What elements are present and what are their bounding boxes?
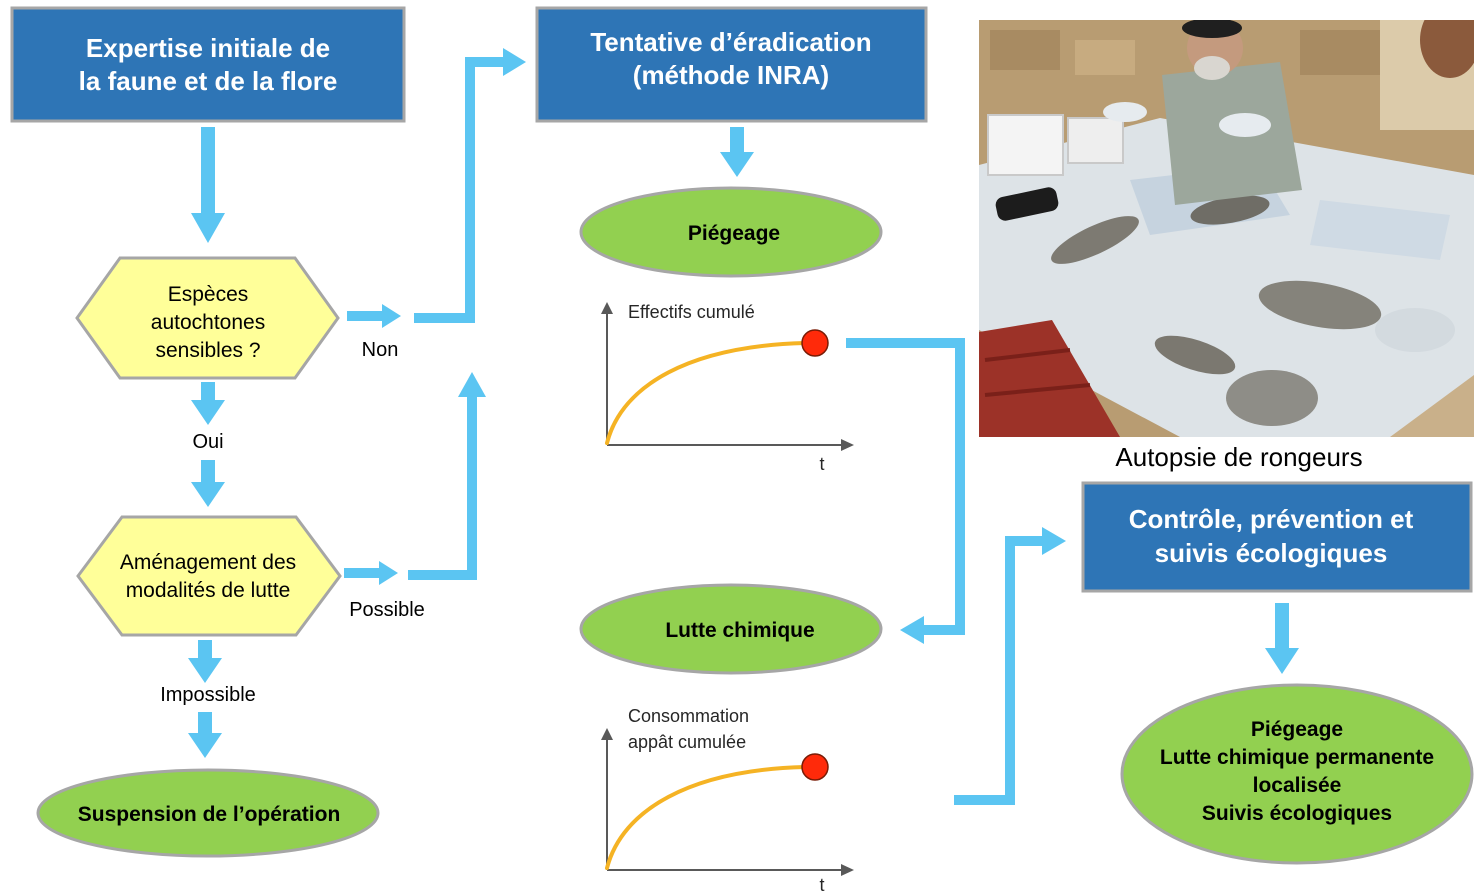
photo-wall-stone (1075, 40, 1135, 75)
photo-rodent (1051, 216, 1139, 264)
arrow-controle-to-suivi (1265, 603, 1299, 674)
box-eradication-line-2: (méthode INRA) (633, 60, 829, 90)
photo-person-cap (1182, 20, 1242, 38)
connector-effectifs-to-lutte (846, 338, 965, 635)
action-suivi-line-4: Suivis écologiques (1202, 802, 1392, 825)
box-controle-line-2: suivis écologiques (1155, 538, 1388, 568)
photo-headlamp (995, 187, 1059, 221)
graph-effectifs-y-arrowhead (601, 302, 613, 314)
graph-effectifs-y-label: Effectifs cumulé (628, 302, 755, 322)
edge-label-non: Non (362, 339, 399, 361)
arrow-impossible-to-suspension (188, 712, 222, 758)
graph-consommation-curve (605, 765, 807, 870)
arrow-oui-to-amenagement (191, 460, 225, 507)
graph-effectifs-curve (605, 341, 807, 445)
action-suivi-line-1: Piégeage (1251, 718, 1343, 741)
graph-consommation-y-label-line-1: Consommation (628, 706, 749, 726)
arrowhead-possible-upward (458, 372, 486, 397)
photo-gravel (1390, 375, 1474, 437)
box-expertise-line-2: la faune et de la flore (79, 66, 338, 96)
decision-amenagement: Aménagement des modalités de lutte (76, 515, 342, 637)
photo-rodent (1258, 280, 1382, 330)
photo-chair-slat (984, 383, 1091, 397)
decision-amenagement-line-2: modalités de lutte (126, 579, 291, 602)
photo-white-tray (987, 114, 1064, 176)
block-arrows (188, 48, 1299, 758)
photo-caption: Autopsie de rongeurs (1115, 442, 1362, 472)
arrow-expertise-to-especes (191, 127, 225, 243)
graph-effectifs-cumule: Effectifs cumulé t (601, 302, 854, 474)
box-controle-prevention: Contrôle, prévention et suivis écologiqu… (1081, 481, 1473, 593)
connector-consommation-to-controle (954, 536, 1044, 805)
photo-gloved-hand (1219, 113, 1271, 137)
photo-rodent (1190, 195, 1270, 225)
graph-consommation-y-arrowhead (601, 728, 613, 740)
action-piegeage: Piégeage (579, 186, 883, 278)
arrow-amenagement-to-impossible (188, 640, 222, 683)
action-suivi-line-2: Lutte chimique permanente (1160, 746, 1434, 769)
photo-paper-sheet (1310, 200, 1450, 260)
arrowhead-non-to-eradication (503, 48, 526, 76)
edge-label-possible: Possible (349, 599, 425, 621)
box-tentative-eradication: Tentative d’éradication (méthode INRA) (535, 6, 928, 123)
graph-consommation-endpoint-marker (801, 753, 829, 781)
arrow-especes-to-oui (191, 382, 225, 425)
photo-rodent (1154, 335, 1236, 375)
graph-consommation-x-arrowhead (841, 864, 854, 876)
action-lutte-chimique: Lutte chimique (579, 583, 883, 675)
photo-person-2-head (1420, 20, 1474, 78)
connector-non-to-eradication (414, 57, 505, 323)
photo-table (979, 118, 1474, 437)
photo-wall-stone (990, 30, 1060, 70)
box-expertise-initiale: Expertise initiale de la faune et de la … (10, 6, 406, 123)
edge-label-impossible: Impossible (160, 684, 256, 706)
arrowhead-consommation-to-controle (1042, 527, 1066, 555)
action-suivi-permanent: Piégeage Lutte chimique permanente local… (1120, 683, 1474, 865)
photo-stone (1226, 370, 1318, 426)
box-eradication-line-1: Tentative d’éradication (590, 27, 871, 57)
arrow-especes-to-non (347, 304, 401, 328)
photo-gloved-hand (1103, 102, 1147, 122)
connector-possible-upward (408, 395, 477, 580)
decision-especes-sensibles: Espèces autochtones sensibles ? (75, 256, 340, 380)
action-suivi-line-3: localisée (1253, 774, 1342, 797)
action-piegeage-label: Piégeage (688, 222, 780, 245)
action-suspension: Suspension de l’opération (36, 768, 380, 858)
photo-red-chair (979, 320, 1120, 437)
arrow-eradication-to-piegeage (720, 127, 754, 177)
action-lutte-chimique-label: Lutte chimique (665, 619, 814, 642)
decision-especes-line-3: sensibles ? (155, 339, 260, 362)
photo-white-tray (1067, 117, 1124, 164)
box-controle-line-1: Contrôle, prévention et (1129, 504, 1414, 534)
decision-especes-line-1: Espèces (168, 283, 249, 306)
photo-gloved-hand (1375, 308, 1455, 352)
graph-effectifs-x-arrowhead (841, 439, 854, 451)
graph-consommation-y-label-line-2: appât cumulée (628, 732, 746, 752)
decision-amenagement-line-1: Aménagement des (120, 551, 296, 574)
arrowhead-effectifs-to-lutte (900, 616, 924, 644)
graph-effectifs-x-label: t (819, 454, 824, 474)
decision-especes-line-2: autochtones (151, 311, 265, 334)
graph-effectifs-endpoint-marker (801, 329, 829, 357)
edge-label-oui: Oui (192, 431, 223, 453)
photo-person-beard (1194, 56, 1230, 80)
graph-consommation-x-label: t (819, 875, 824, 895)
box-expertise-line-1: Expertise initiale de (86, 33, 330, 63)
photo-wall-stone (1300, 30, 1390, 75)
photo-chair-slat (984, 348, 1071, 362)
action-suspension-label: Suspension de l’opération (78, 803, 341, 826)
arrow-amenagement-to-possible (344, 561, 398, 585)
graph-consommation-appat: Consommation appât cumulée t (601, 706, 854, 895)
autopsy-photo (979, 20, 1474, 437)
